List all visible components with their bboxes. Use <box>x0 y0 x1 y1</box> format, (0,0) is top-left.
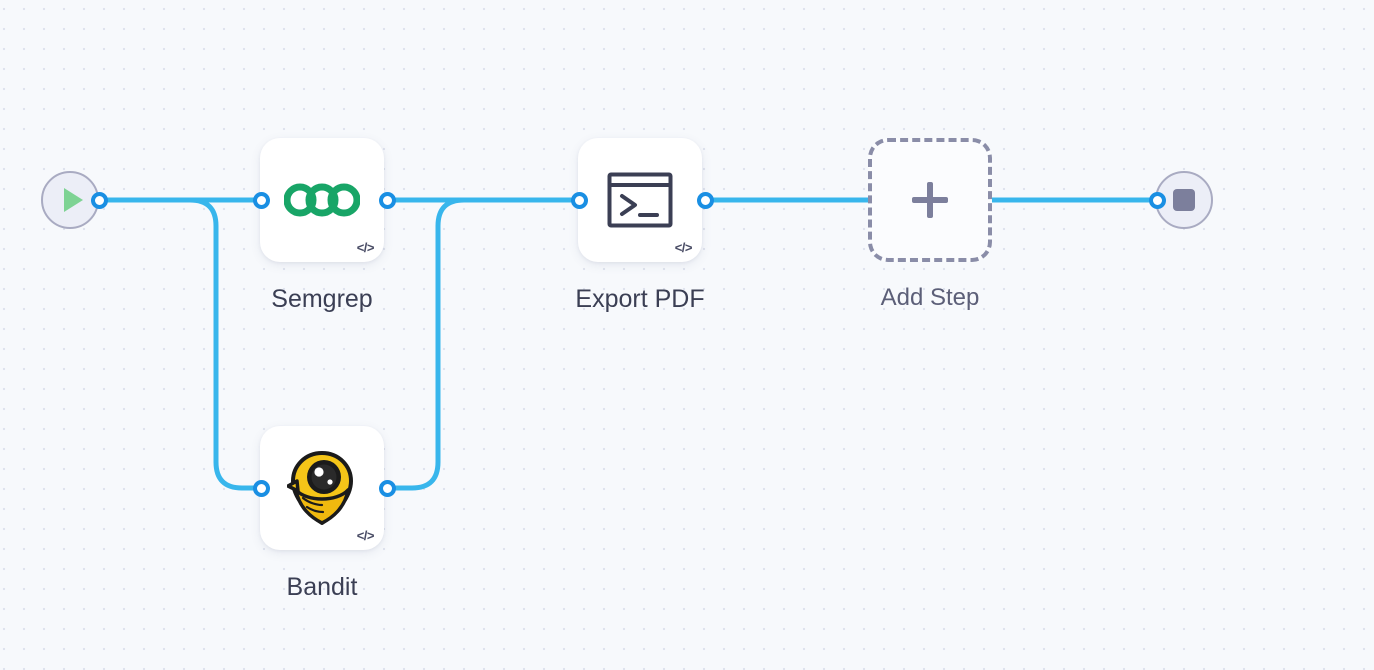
node-export-pdf[interactable]: </> <box>578 138 702 262</box>
stop-icon <box>1173 189 1195 211</box>
node-semgrep[interactable]: </> <box>260 138 384 262</box>
edge-start-to-bandit <box>96 197 264 491</box>
node-semgrep-output-port[interactable] <box>379 192 396 209</box>
node-export-pdf-output-port[interactable] <box>697 192 714 209</box>
node-bandit-input-port[interactable] <box>253 480 270 497</box>
node-bandit-label: Bandit <box>286 573 358 601</box>
terminal-icon <box>607 172 673 228</box>
node-bandit[interactable]: </> <box>260 426 384 550</box>
play-icon <box>63 188 83 212</box>
start-node-output-port[interactable] <box>91 192 108 209</box>
node-export-pdf-label: Export PDF <box>575 285 705 313</box>
node-export-pdf-input-port[interactable] <box>571 192 588 209</box>
plus-icon <box>910 180 950 220</box>
node-semgrep-input-port[interactable] <box>253 192 270 209</box>
add-step-label: Add Step <box>880 284 980 311</box>
edge-bandit-to-exportpdf <box>384 197 582 491</box>
end-node-input-port[interactable] <box>1149 192 1166 209</box>
start-node[interactable] <box>41 171 99 229</box>
code-badge-icon: </> <box>356 528 375 543</box>
node-bandit-output-port[interactable] <box>379 480 396 497</box>
code-badge-icon: </> <box>356 240 375 255</box>
bandit-logo-icon <box>287 451 353 525</box>
semgrep-logo-icon <box>284 183 360 217</box>
add-step-button[interactable] <box>868 138 992 262</box>
node-semgrep-label: Semgrep <box>271 285 373 313</box>
code-badge-icon: </> <box>674 240 693 255</box>
